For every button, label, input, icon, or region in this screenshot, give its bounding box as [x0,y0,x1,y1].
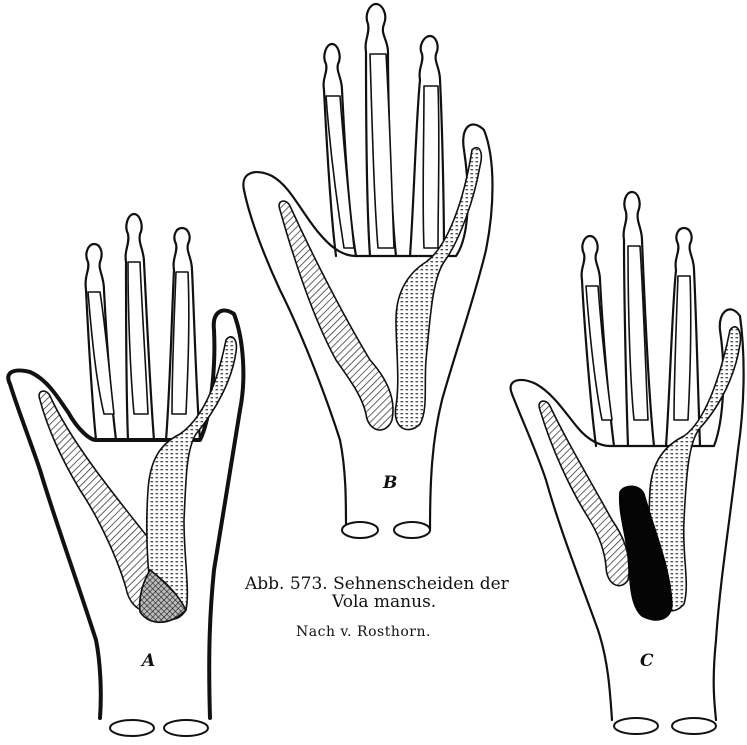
hand-c-wrist-left [614,718,658,734]
hand-c-sheath-ulnar [539,401,629,586]
hand-b-tendon-2 [370,54,394,248]
hand-b-tendon-3 [423,86,439,248]
hand-b-sheath-ulnar [279,201,393,430]
panel-label-a: A [142,651,155,671]
figure-caption-line-2: Vola manus. [332,592,436,612]
figure-caption-line-1: Abb. 573. Sehnenscheiden der [245,574,509,594]
hand-c-tendon-2 [628,246,648,420]
hand-a-tendon-3 [172,272,189,414]
panel-label-b: B [383,473,397,493]
hand-a-wrist-right [164,720,208,736]
hand-b-wrist-left [342,522,378,538]
hand-c-tendon-3 [674,276,691,420]
figure-caption-line-3: Nach v. Rosthorn. [296,624,431,640]
hand-b-wrist-right [394,522,430,538]
hand-a-sheath-ulnar [39,391,160,611]
hand-b-tendon-1 [326,96,354,248]
hand-a-wrist-left [110,720,154,736]
hand-c [511,192,744,734]
hand-c-wrist-right [672,718,716,734]
hand-a [8,214,243,736]
hand-a-sheath-radial [147,337,237,619]
panel-label-c: C [640,651,654,671]
hand-b [243,4,492,538]
